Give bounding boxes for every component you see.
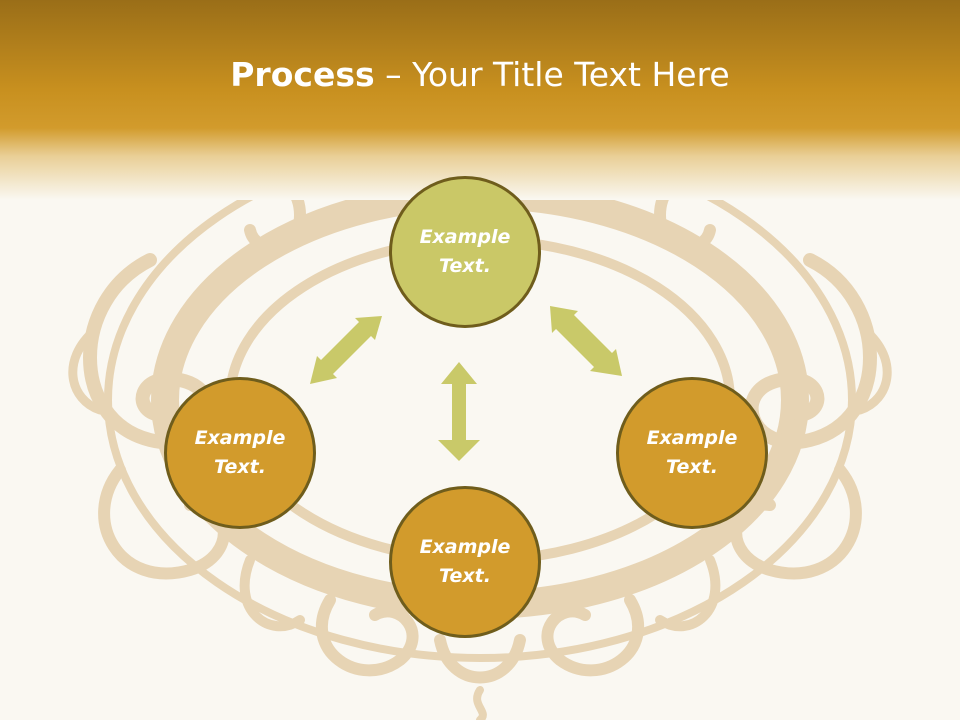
title-rest: – Your Title Text Here xyxy=(374,55,730,94)
process-node-left: Example Text. xyxy=(164,377,316,529)
process-node-top: Example Text. xyxy=(389,176,541,328)
title-bold: Process xyxy=(230,55,375,94)
arrow-top-right xyxy=(550,306,622,376)
slide-title: Process – Your Title Text Here xyxy=(0,52,960,98)
process-node-bottom-label: Example Text. xyxy=(419,536,511,587)
process-node-right: Example Text. xyxy=(616,377,768,529)
process-node-top-label: Example Text. xyxy=(419,226,511,277)
title-banner: Process – Your Title Text Here xyxy=(0,0,960,200)
process-node-left-label: Example Text. xyxy=(194,427,286,478)
arrow-vertical xyxy=(438,362,480,461)
process-node-right-label: Example Text. xyxy=(646,427,738,478)
process-node-bottom: Example Text. xyxy=(389,486,541,638)
arrow-top-left xyxy=(310,316,382,384)
